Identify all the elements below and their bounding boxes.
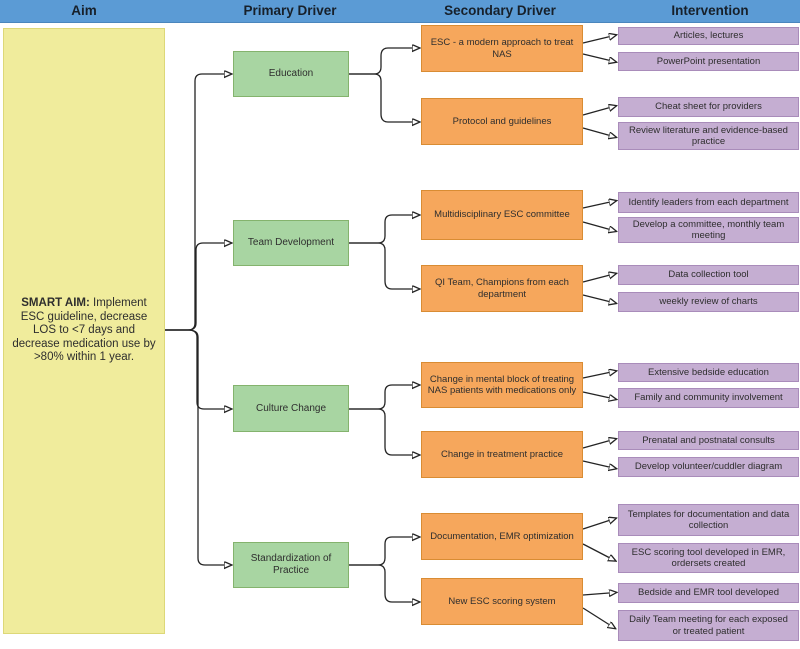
intervention-prenatal-consults: Prenatal and postnatal consults: [618, 431, 799, 450]
secondary-driver-mental-block: Change in mental block of treating NAS p…: [421, 362, 583, 408]
intervention-review-literature: Review literature and evidence-based pra…: [618, 122, 799, 150]
secondary-driver-protocol-guidelines: Protocol and guidelines: [421, 98, 583, 145]
intervention-bedside-education: Extensive bedside education: [618, 363, 799, 382]
intervention-identify-leaders: Identify leaders from each department: [618, 192, 799, 213]
intervention-powerpoint: PowerPoint presentation: [618, 52, 799, 71]
column-header-secondary-driver: Secondary Driver: [444, 3, 556, 18]
aim-box: SMART AIM: Implement ESC guideline, decr…: [3, 28, 165, 634]
intervention-volunteer-cuddler: Develop volunteer/cuddler diagram: [618, 457, 799, 477]
secondary-driver-treatment-practice: Change in treatment practice: [421, 431, 583, 478]
aim-label-bold: SMART AIM:: [21, 297, 90, 310]
aim-text: SMART AIM: Implement ESC guideline, decr…: [10, 297, 158, 365]
secondary-driver-qi-team: QI Team, Champions from each department: [421, 265, 583, 312]
primary-driver-culture-change: Culture Change: [233, 385, 349, 432]
intervention-weekly-review: weekly review of charts: [618, 292, 799, 312]
intervention-daily-team-meeting: Daily Team meeting for each exposed or t…: [618, 610, 799, 641]
column-header-primary-driver: Primary Driver: [243, 3, 337, 18]
intervention-develop-committee: Develop a committee, monthly team meetin…: [618, 217, 799, 243]
secondary-driver-esc-committee: Multidisciplinary ESC committee: [421, 190, 583, 240]
intervention-articles-lectures: Articles, lectures: [618, 27, 799, 45]
primary-driver-standardization: Standardization of Practice: [233, 542, 349, 588]
column-header-band: Aim Primary Driver Secondary Driver Inte…: [0, 0, 800, 23]
column-header-intervention: Intervention: [671, 3, 749, 18]
intervention-documentation-templates: Templates for documentation and data col…: [618, 504, 799, 536]
intervention-data-collection-tool: Data collection tool: [618, 265, 799, 285]
secondary-driver-emr-optimization: Documentation, EMR optimization: [421, 513, 583, 560]
secondary-driver-esc-approach: ESC - a modern approach to treat NAS: [421, 25, 583, 72]
aim-label-rest: Implement ESC guideline, decrease LOS to…: [12, 297, 156, 364]
intervention-family-involvement: Family and community involvement: [618, 388, 799, 408]
column-header-aim: Aim: [71, 3, 97, 18]
primary-driver-team-development: Team Development: [233, 220, 349, 266]
intervention-cheat-sheet: Cheat sheet for providers: [618, 97, 799, 117]
intervention-esc-scoring-tool: ESC scoring tool developed in EMR, order…: [618, 543, 799, 573]
secondary-driver-scoring-system: New ESC scoring system: [421, 578, 583, 625]
intervention-bedside-emr-tool: Bedside and EMR tool developed: [618, 583, 799, 603]
primary-driver-education: Education: [233, 51, 349, 97]
